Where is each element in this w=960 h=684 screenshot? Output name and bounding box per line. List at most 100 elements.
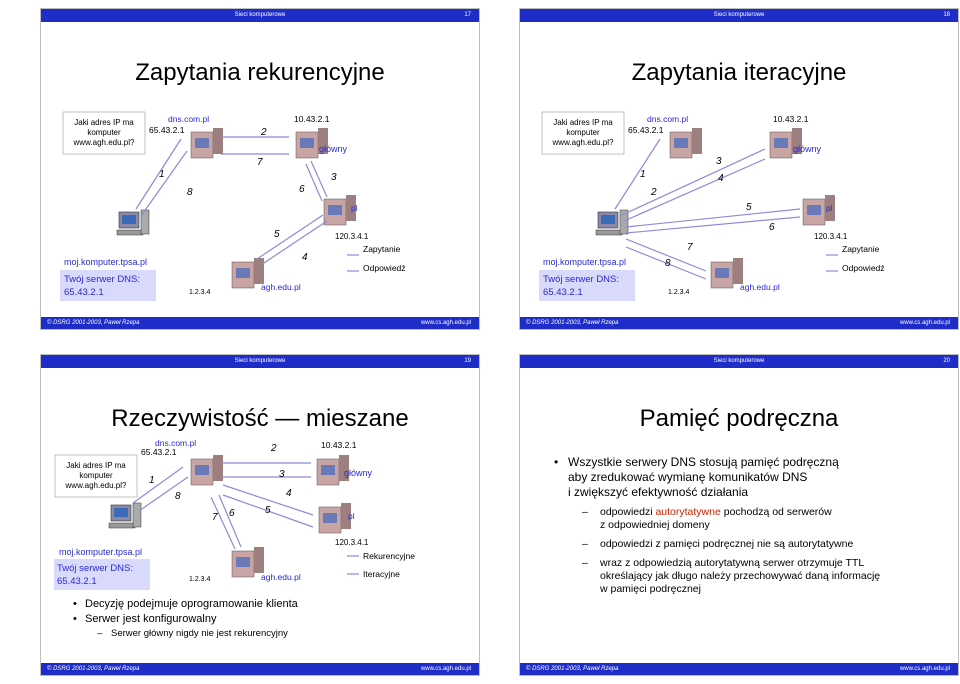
- question-line: komputer: [79, 471, 113, 480]
- question-box: [62, 111, 146, 155]
- legend-item: Zapytanie: [842, 244, 880, 254]
- course-name: Sieci komputerowe: [234, 358, 286, 364]
- pl-server-icon: [802, 195, 835, 226]
- slide-title: Rzeczywistość — mieszane: [111, 405, 409, 432]
- highlight-text: autorytatywne: [655, 506, 721, 518]
- question-line: www.agh.edu.pl?: [552, 138, 614, 147]
- step-label: 8: [175, 491, 181, 502]
- copyright: © DSRG 2001-2003, Paweł Rzepa: [526, 666, 619, 672]
- text-span: pochodzą od serwerów: [720, 506, 832, 518]
- pl-ip: 120.3.4.1: [814, 232, 848, 241]
- slide-footer: © DSRG 2001-2003, Paweł Rzepa www.cs.agh…: [41, 663, 479, 675]
- local-dns-panel: [54, 559, 150, 590]
- host-name: moj.komputer.tpsa.pl: [64, 257, 147, 267]
- pl-label: pl: [826, 203, 833, 213]
- text-line: odpowiedzi z pamięci podręcznej nie są a…: [600, 538, 854, 550]
- step-label: 6: [299, 184, 305, 195]
- question-line: www.agh.edu.pl?: [73, 138, 135, 147]
- pl-ip: 120.3.4.1: [335, 232, 369, 241]
- mixed-query-diagram: Jaki adres IP ma komputer www.agh.edu.pl…: [54, 438, 415, 590]
- pl-server-icon: [323, 195, 356, 226]
- bullet-line: i zwiększyć efektywność działania: [568, 485, 749, 499]
- question-line: Jaki adres IP ma: [74, 118, 134, 127]
- copyright: © DSRG 2001-2003, Paweł Rzepa: [47, 666, 140, 672]
- iterative-query-diagram: Jaki adres IP ma komputer www.agh.edu.pl…: [539, 111, 885, 301]
- step-label: 7: [212, 512, 218, 523]
- site-url[interactable]: www.cs.agh.edu.pl: [420, 666, 471, 672]
- copyright: © DSRG 2001-2003, Paweł Rzepa: [526, 320, 619, 326]
- local-dns-ip: 65.43.2.1: [57, 576, 97, 587]
- course-name: Sieci komputerowe: [234, 12, 286, 18]
- site-url[interactable]: www.cs.agh.edu.pl: [899, 320, 950, 326]
- legend-item: Rekurencyjne: [363, 551, 415, 561]
- slide-title: Zapytania iteracyjne: [631, 59, 847, 86]
- course-name: Sieci komputerowe: [713, 358, 765, 364]
- step-label: 4: [718, 173, 724, 184]
- step-label: 3: [331, 172, 337, 183]
- slide-header: Sieci komputerowe 20: [520, 355, 958, 368]
- dns-com-ip: 65.43.2.1: [149, 125, 185, 135]
- step-label: 2: [270, 443, 277, 454]
- question-line: Jaki adres IP ma: [66, 461, 126, 470]
- slide-number: 18: [943, 12, 950, 18]
- slide-bullets: Decyzję podejmuje oprogramowanie klienta…: [71, 597, 471, 640]
- dns-com-server-icon: [190, 455, 223, 486]
- dns-com-ip: 65.43.2.1: [141, 447, 177, 457]
- root-ip: 10.43.2.1: [321, 440, 357, 450]
- step-label: 5: [746, 202, 752, 213]
- question-line: komputer: [566, 128, 600, 137]
- site-url[interactable]: www.cs.agh.edu.pl: [899, 666, 950, 672]
- agh-server-icon: [231, 547, 264, 578]
- text-span: odpowiedzi: [600, 506, 656, 518]
- dns-com-label: dns.com.pl: [168, 114, 209, 124]
- slide-footer: © DSRG 2001-2003, Paweł Rzepa www.cs.agh…: [520, 317, 958, 329]
- bullet-line: aby zredukować wymianę komunikatów DNS: [568, 470, 808, 484]
- step-label: 1: [159, 169, 165, 180]
- bullet-item: Wszystkie serwery DNS stosują pamięć pod…: [548, 455, 948, 500]
- slide-bullets: Wszystkie serwery DNS stosują pamięć pod…: [548, 455, 948, 596]
- agh-label: agh.edu.pl: [261, 572, 301, 582]
- root-server-icon: [295, 128, 328, 159]
- copyright: © DSRG 2001-2003, Paweł Rzepa: [47, 320, 140, 326]
- step-label: 6: [229, 508, 235, 519]
- question-box: [54, 454, 138, 498]
- slide-17: Sieci komputerowe 17 Zapytania rekurency…: [40, 8, 480, 330]
- dns-com-label: dns.com.pl: [155, 438, 196, 448]
- slide-18: Sieci komputerowe 18 Zapytania iteracyjn…: [519, 8, 959, 330]
- dns-com-ip: 65.43.2.1: [628, 125, 664, 135]
- slide-footer: © DSRG 2001-2003, Paweł Rzepa www.cs.agh…: [41, 317, 479, 329]
- slide-title: Zapytania rekurencyjne: [135, 59, 385, 86]
- dns-com-label: dns.com.pl: [647, 114, 688, 124]
- client-computer-icon: [108, 502, 142, 529]
- slide-20: Sieci komputerowe 20 Pamięć podręczna Ws…: [519, 354, 959, 676]
- legend-item: Iteracyjne: [363, 569, 400, 579]
- client-computer-icon: [116, 209, 150, 236]
- legend-item: Odpowiedź: [842, 263, 885, 273]
- client-ip: 1.2.3.4: [189, 289, 211, 296]
- agh-label: agh.edu.pl: [740, 282, 780, 292]
- pl-server-icon: [318, 503, 351, 534]
- sub-bullet-item: odpowiedzi autorytatywne pochodzą od ser…: [548, 506, 948, 532]
- root-server-icon: [316, 455, 349, 486]
- root-ip: 10.43.2.1: [294, 114, 330, 124]
- pl-label: pl: [348, 511, 355, 521]
- site-url[interactable]: www.cs.agh.edu.pl: [420, 320, 471, 326]
- text-line: z odpowiedniej domeny: [600, 519, 710, 531]
- slide-number: 17: [464, 12, 471, 18]
- step-label: 5: [274, 229, 280, 240]
- client-ip: 1.2.3.4: [189, 576, 211, 583]
- question-line: Jaki adres IP ma: [553, 118, 613, 127]
- sub-bullet-item: odpowiedzi z pamięci podręcznej nie są a…: [548, 538, 948, 551]
- local-dns-panel: [539, 270, 635, 301]
- slide-number: 19: [464, 358, 471, 364]
- slide-header: Sieci komputerowe 17: [41, 9, 479, 22]
- step-label: 5: [265, 505, 271, 516]
- slide-header: Sieci komputerowe 18: [520, 9, 958, 22]
- root-label: główny: [793, 144, 822, 154]
- step-label: 7: [257, 157, 263, 168]
- local-dns-ip: 65.43.2.1: [64, 287, 104, 298]
- slide-number: 20: [943, 358, 950, 364]
- host-name: moj.komputer.tpsa.pl: [543, 257, 626, 267]
- local-dns-label: Twój serwer DNS:: [64, 274, 140, 285]
- dns-com-server-icon: [190, 128, 223, 159]
